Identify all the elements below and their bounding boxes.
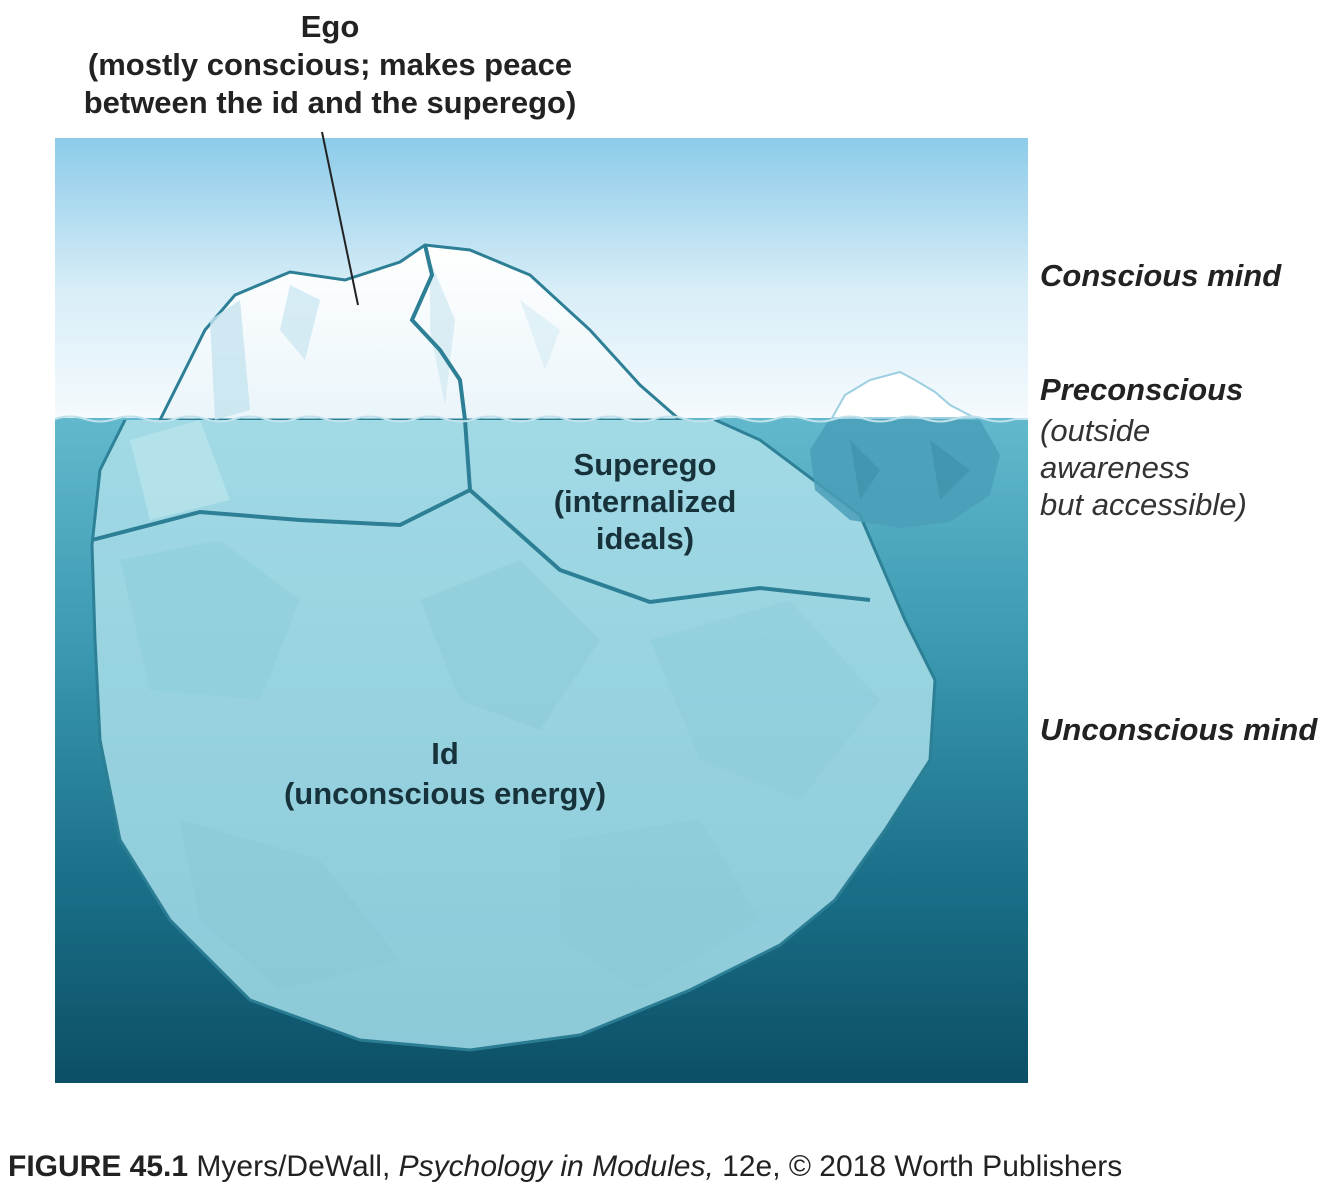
superego-label: Superego (internalized ideals) xyxy=(500,446,790,557)
superego-desc-line2: ideals) xyxy=(595,521,695,556)
preconscious-note-line2: awareness xyxy=(1040,450,1190,485)
iceberg-underwater xyxy=(90,420,937,1052)
caption-book-title: Psychology in Modules, xyxy=(398,1150,714,1183)
superego-name: Superego xyxy=(573,447,717,482)
unconscious-mind-label: Unconscious mind xyxy=(1040,712,1318,747)
ego-desc-line1: (mostly conscious; makes peace xyxy=(87,47,573,82)
ego-label: Ego (mostly conscious; makes peace betwe… xyxy=(40,8,620,122)
ego-desc-line2: between the id and the superego) xyxy=(83,85,577,120)
superego-desc-line1: (internalized xyxy=(553,484,737,519)
caption-rest: 12e, © 2018 Worth Publishers xyxy=(713,1150,1123,1183)
id-label: Id (unconscious energy) xyxy=(230,734,660,814)
water-surface xyxy=(54,415,1028,423)
small-iceberg-underwater xyxy=(810,418,1000,528)
ego-leader-line xyxy=(321,131,359,306)
preconscious-label: Preconscious xyxy=(1040,372,1244,407)
caption-authors: Myers/DeWall, xyxy=(188,1150,399,1183)
preconscious-note: (outside awareness but accessible) xyxy=(1040,412,1247,523)
figure-number: FIGURE 45.1 xyxy=(8,1150,189,1183)
id-desc-line1: (unconscious energy) xyxy=(283,776,607,811)
figure-caption: FIGURE 45.1 Myers/DeWall, Psychology in … xyxy=(8,1150,1122,1184)
preconscious-note-line1: (outside xyxy=(1040,413,1151,448)
preconscious-note-line3: but accessible) xyxy=(1040,487,1247,522)
conscious-mind-label: Conscious mind xyxy=(1040,258,1282,293)
ego-name: Ego xyxy=(300,9,360,44)
small-iceberg-tip xyxy=(830,370,976,419)
id-name: Id xyxy=(431,736,459,771)
